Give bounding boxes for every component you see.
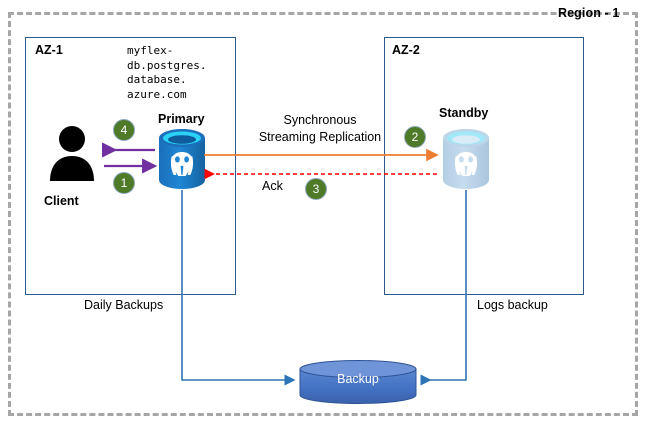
region-label: Region - 1	[558, 6, 620, 20]
database-hostname: myflex- db.postgres. database. azure.com	[127, 44, 207, 101]
replication-label: Synchronous Streaming Replication	[258, 113, 382, 144]
primary-postgresql-database-icon	[159, 129, 205, 189]
az2-title: AZ-2	[392, 43, 420, 57]
standby-postgresql-database-icon	[443, 129, 489, 189]
step-badge-4: 4	[113, 119, 135, 141]
az1-box	[25, 37, 236, 295]
user-icon	[50, 126, 94, 181]
backup-label: Backup	[337, 372, 379, 386]
az1-title: AZ-1	[35, 43, 63, 57]
step-badge-3: 3	[305, 178, 327, 200]
region-boundary	[8, 12, 638, 416]
daily-backups-label: Daily Backups	[84, 298, 164, 312]
step-badge-1: 1	[113, 172, 135, 194]
standby-label: Standby	[439, 106, 489, 120]
step-badge-2: 2	[404, 126, 426, 148]
ack-label: Ack	[262, 179, 283, 193]
logs-backup-label: Logs backup	[477, 298, 548, 312]
backup-cylinder-icon	[299, 360, 417, 404]
client-label: Client	[44, 194, 79, 208]
az2-box	[384, 37, 584, 295]
primary-label: Primary	[158, 112, 205, 126]
